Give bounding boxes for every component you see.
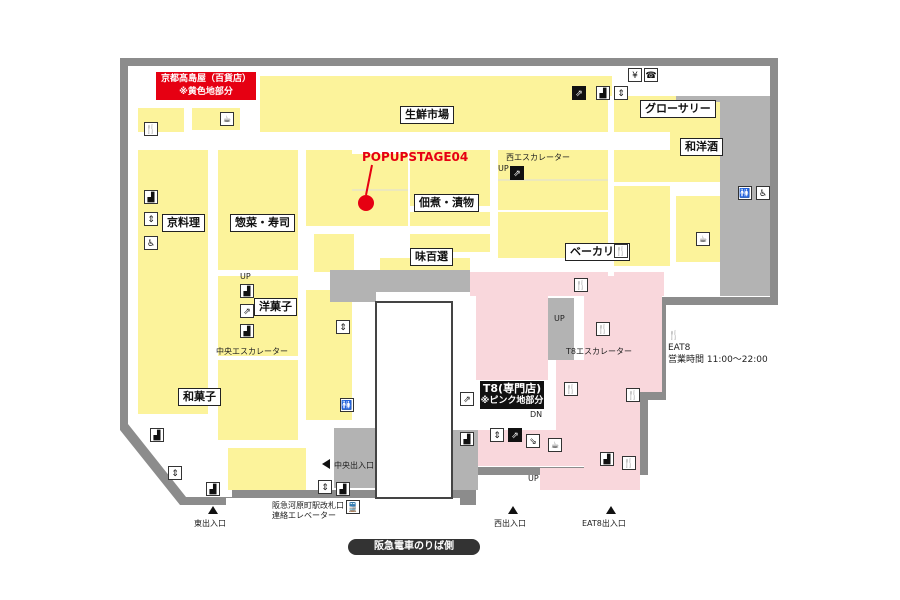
elevator-icon: ⇕	[144, 212, 158, 226]
escalator-icon: ⇗	[240, 304, 254, 318]
west-entrance-arrow	[508, 506, 518, 514]
restaurant-icon: 🍴	[622, 456, 636, 470]
cafe-icon: ☕	[548, 438, 562, 452]
hankyu-elevator-label: 連絡エレベーター	[272, 511, 336, 520]
corridors	[128, 96, 670, 440]
train-icon: 🚆	[346, 500, 360, 514]
area-tsukudani[interactable]: 佃煮・漬物	[414, 194, 479, 212]
cafe-icon: ☕	[696, 232, 710, 246]
banner-title: 京都髙島屋（百貨店）	[160, 74, 251, 84]
stairs-icon: ▟	[240, 324, 254, 338]
t8-banner: T8(専門店) ※ピンク地部分	[480, 381, 544, 409]
area-bakery[interactable]: ベーカリー	[565, 243, 630, 261]
elevator-icon: ⇕	[318, 480, 332, 494]
hankyu-platform-side-label: 阪急電車のりば側	[348, 539, 480, 555]
restroom-icon: 🚻	[738, 186, 752, 200]
east-entrance-arrow	[208, 506, 218, 514]
escalator-icon: ⇗	[510, 166, 524, 180]
escalator-icon: ⇗	[572, 86, 586, 100]
cafe-icon: ☕	[220, 112, 234, 126]
restaurant-icon: 🍴	[596, 322, 610, 336]
t8-title: T8(専門店)	[482, 382, 542, 395]
central-escalator-up: UP	[240, 272, 251, 281]
t8-area	[470, 272, 664, 490]
escalator-icon: ⇘	[526, 434, 540, 448]
east-entrance-label[interactable]: 東出入口	[194, 519, 226, 528]
area-wagashi[interactable]: 和菓子	[178, 388, 221, 406]
stairs-icon: ▟	[206, 482, 220, 496]
area-fresh-market[interactable]: 生鮮市場	[400, 106, 454, 124]
t8-escalator-dn: DN	[530, 410, 543, 419]
area-kyoryori[interactable]: 京料理	[162, 214, 205, 232]
elevator-icon: ⇕	[614, 86, 628, 100]
t8-escalator-up-bottom: UP	[528, 474, 539, 483]
wheelchair-icon: ♿	[144, 236, 158, 250]
phone-icon: ☎	[644, 68, 658, 82]
area-ajihyakusen[interactable]: 味百選	[410, 248, 453, 266]
t8-escalator-label: T8エスカレーター	[566, 347, 632, 356]
eat8-entrance-arrow	[606, 506, 616, 514]
popup-pointer	[365, 164, 373, 196]
elevator-icon: ⇕	[168, 466, 182, 480]
restaurant-icon: 🍴	[144, 122, 158, 136]
restaurant-icon: 🍴	[614, 244, 628, 258]
stairs-icon: ▟	[600, 452, 614, 466]
west-entrance-label[interactable]: 西出入口	[494, 519, 526, 528]
area-wine-sake[interactable]: 和洋酒	[680, 138, 723, 156]
restaurant-icon: 🍴	[626, 388, 640, 402]
escalator-icon: ⇗	[508, 428, 522, 442]
west-escalator-up: UP	[498, 164, 509, 173]
west-escalator-label: 西エスカレーター	[506, 153, 570, 162]
eat8-name: EAT8	[668, 343, 691, 353]
elevator-icon: ⇕	[490, 428, 504, 442]
wheelchair-icon: ♿	[756, 186, 770, 200]
restaurant-icon: 🍴	[564, 382, 578, 396]
restaurant-icon: 🍴	[574, 278, 588, 292]
atm-icon: ¥	[628, 68, 642, 82]
popup-marker	[358, 195, 374, 211]
area-sozai-sushi[interactable]: 惣菜・寿司	[230, 214, 295, 232]
takashimaya-banner: 京都髙島屋（百貨店） ※黄色地部分	[156, 72, 256, 100]
restroom-icon: 🚻	[340, 398, 354, 412]
eat8-hours: 営業時間 11:00〜22:00	[668, 355, 768, 365]
banner-note: ※黄色地部分	[179, 87, 233, 97]
hankyu-gate-label: 阪急河原町駅改札口	[272, 501, 344, 510]
central-entrance-arrow	[322, 459, 330, 469]
eat8-restaurant-icon: 🍴	[668, 331, 680, 341]
stairs-icon: ▟	[336, 482, 350, 496]
area-grocery[interactable]: グローサリー	[640, 100, 716, 118]
stairs-icon: ▟	[460, 432, 474, 446]
elevator-icon: ⇕	[336, 320, 350, 334]
t8-note: ※ピンク地部分	[480, 396, 544, 406]
stairs-icon: ▟	[596, 86, 610, 100]
stairs-icon: ▟	[240, 284, 254, 298]
central-entrance-label[interactable]: 中央出入口	[334, 461, 374, 470]
area-yogashi[interactable]: 洋菓子	[254, 298, 297, 316]
central-escalator-label: 中央エスカレーター	[216, 347, 288, 356]
stairs-icon: ▟	[150, 428, 164, 442]
t8-escalator-up: UP	[554, 314, 565, 323]
stairs-icon: ▟	[144, 190, 158, 204]
eat8-info: 🍴 EAT8 営業時間 11:00〜22:00	[668, 330, 768, 366]
eat8-entrance-label[interactable]: EAT8出入口	[582, 519, 626, 528]
popup-stage-label[interactable]: POPUPSTAGE04	[362, 150, 469, 164]
escalator-icon: ⇗	[460, 392, 474, 406]
